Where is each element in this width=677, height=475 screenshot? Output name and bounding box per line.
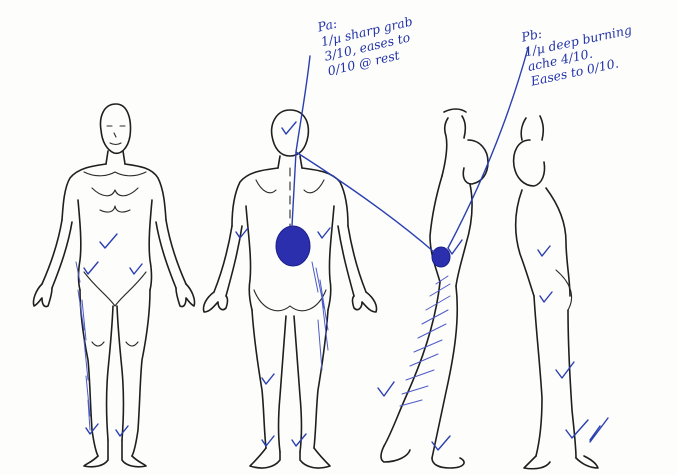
pain-area-pa-marker (276, 226, 310, 266)
side-view-arms-raised-figure (378, 109, 488, 468)
front-view-figure (33, 104, 194, 467)
annotation-leader-lines (292, 48, 528, 252)
pain-area-pb-marker (432, 247, 450, 267)
side-view-standing-figure (514, 116, 608, 469)
back-view-figure (203, 110, 376, 468)
